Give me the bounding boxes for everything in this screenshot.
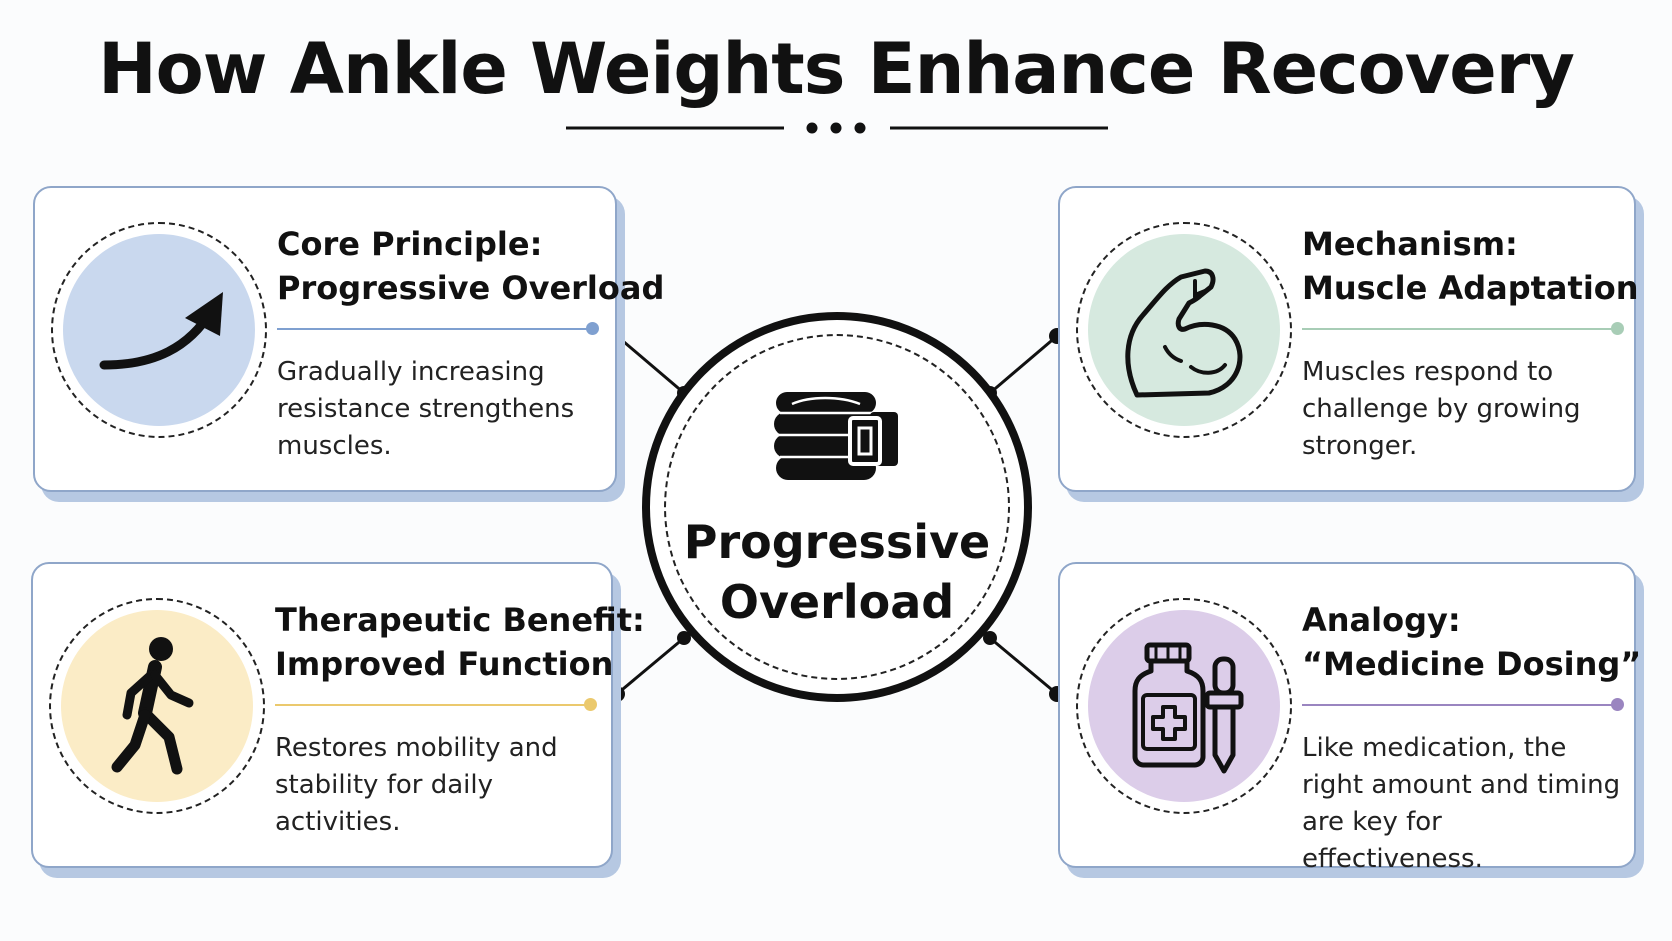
icon-circle [1088,610,1280,802]
flexed-bicep-icon [1125,268,1243,398]
title-divider [566,122,1108,134]
card-subtitle: “Medicine Dosing” [1302,645,1642,683]
card-analogy: Analogy: “Medicine Dosing” Like medicati… [1058,562,1642,874]
center-label: Progressive Overload [650,512,1024,632]
accent-rule [1302,698,1624,711]
upward-arrow-icon [99,292,223,370]
card-subtitle: Progressive Overload [277,269,665,307]
ankle-weight-icon [774,392,898,480]
card-description: Restores mobility and stability for dail… [275,733,558,837]
center-label-line1: Progressive [683,515,991,569]
icon-circle [1088,234,1280,426]
center-label-line2: Overload [719,575,955,629]
card-description: Gradually increasing resistance strength… [277,357,575,461]
card-therapeutic-benefit: Therapeutic Benefit: Improved Function R… [31,562,645,868]
center-dashed-ring [664,334,1010,680]
center-hub: Progressive Overload [642,312,1032,702]
card-description: Like medication, the right amount and ti… [1302,733,1621,874]
accent-rule [275,698,597,711]
card-core-principle: Core Principle: Progressive Overload Gra… [33,186,665,492]
icon-circle [61,610,253,802]
icon-circle [63,234,255,426]
card-title: Core Principle: [277,225,543,263]
icon-ring [1076,598,1292,814]
medicine-bottle-dropper-icon [1132,642,1244,774]
page-title: How Ankle Weights Enhance Recovery [98,28,1575,110]
card-subtitle: Muscle Adaptation [1302,269,1639,307]
card-title: Mechanism: [1302,225,1518,263]
icon-ring [51,222,267,438]
icon-ring [49,598,265,814]
card-subtitle: Improved Function [275,645,614,683]
icon-ring [1076,222,1292,438]
accent-rule [1302,322,1624,335]
card-title: Analogy: [1302,601,1461,639]
card-description: Muscles respond to challenge by growing … [1302,357,1581,461]
card-mechanism: Mechanism: Muscle Adaptation Muscles res… [1058,186,1639,492]
walking-person-icon [111,637,194,775]
accent-rule [277,322,599,335]
card-title: Therapeutic Benefit: [275,601,645,639]
